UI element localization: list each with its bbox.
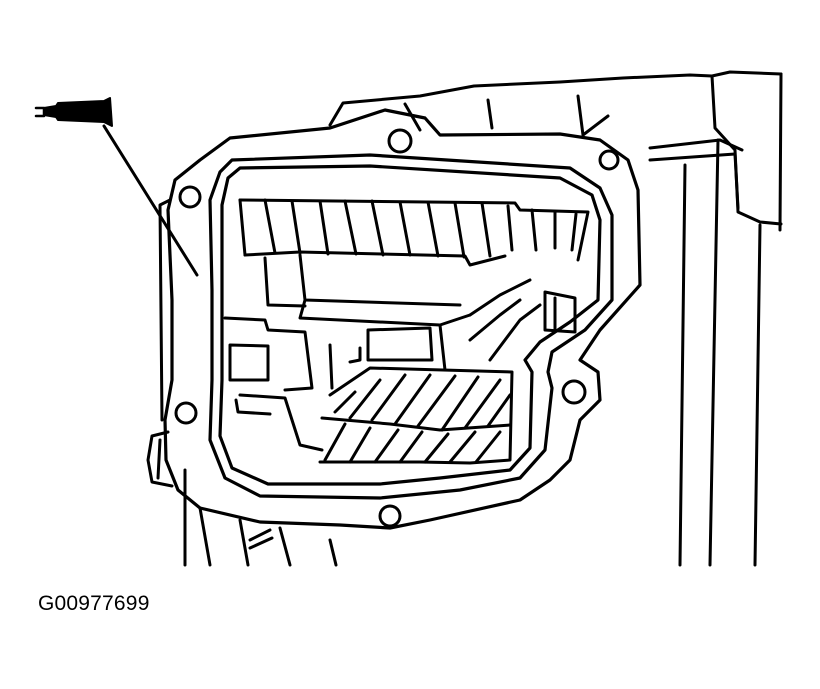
bolt-thread-tip <box>34 106 46 118</box>
bolt-callout <box>34 97 199 277</box>
opening-edge <box>218 164 602 486</box>
bolt-hole-left-upper <box>178 185 202 209</box>
transmission-housing <box>146 70 783 567</box>
bolt-hole-right <box>561 379 587 405</box>
shaft-hub <box>223 253 577 392</box>
bolt-hole-top-right <box>598 149 620 171</box>
bolt-holes <box>174 128 620 528</box>
upper-gear <box>238 198 590 267</box>
cover-gasket <box>163 108 642 530</box>
bolt-hole-bottom <box>378 504 402 528</box>
bolt-icon <box>43 97 113 127</box>
lower-gear <box>234 366 514 465</box>
leader-line <box>102 124 199 277</box>
bolt-hole-left-lower <box>174 401 198 425</box>
figure-id-label: G00977699 <box>38 592 150 615</box>
bolt-hole-top <box>387 128 413 154</box>
gasket-outer-edge <box>163 108 642 530</box>
gasket-inner-edge <box>208 153 614 500</box>
